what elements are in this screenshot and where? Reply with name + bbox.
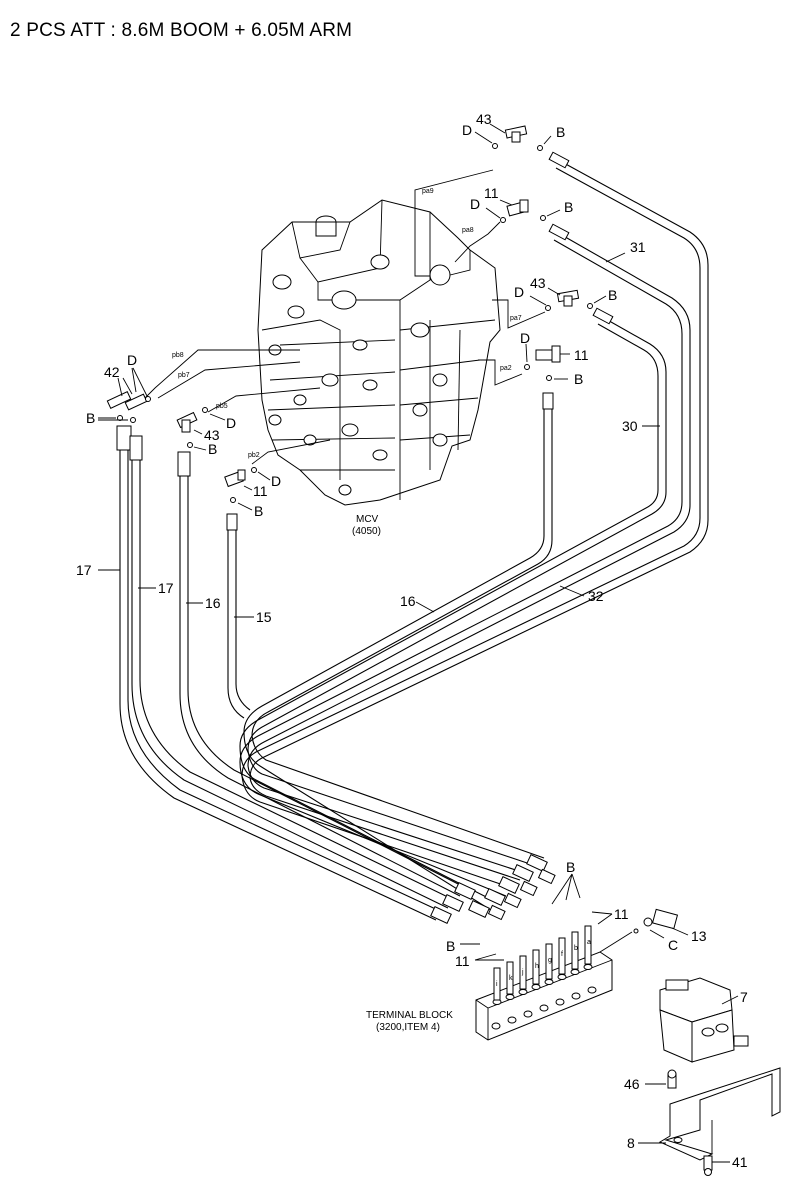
callout-43-middle: 43 (530, 275, 546, 291)
hose-16-left (177, 451, 467, 897)
port-letter-h: h (535, 963, 539, 970)
hose-31 (241, 151, 709, 779)
callout-41: 41 (732, 1154, 748, 1170)
port-tag-pb8: pb8 (172, 352, 184, 359)
letter-b-1: B (556, 124, 565, 140)
callout-31: 31 (630, 239, 646, 255)
callout-42: 42 (104, 364, 120, 380)
callout-11-terminal-right: 11 (614, 906, 629, 922)
port-letter-f: f (561, 951, 563, 958)
letter-b-8: B (566, 859, 575, 875)
bolt-46 (667, 1069, 677, 1089)
callout-17-outer: 17 (76, 562, 92, 578)
callout-43-top: 43 (476, 111, 492, 127)
letter-b-5: B (86, 410, 95, 426)
callout-11-left: 11 (253, 483, 268, 499)
callout-11-upper: 11 (484, 185, 499, 201)
callout-16-right: 16 (400, 593, 416, 609)
hose-16-right (243, 392, 554, 737)
port-tag-pb2: pb2 (248, 452, 260, 459)
port-letter-b: b (574, 945, 578, 952)
letter-b-9: B (446, 938, 455, 954)
mcv-valve-body (257, 199, 501, 506)
letter-b-3: B (608, 287, 617, 303)
letter-b-2: B (564, 199, 573, 215)
mcv-code-label: (4050) (352, 526, 381, 537)
callout-8: 8 (627, 1135, 635, 1151)
tee-fitting-43-left (176, 407, 208, 448)
elbow-fitting-11-right (524, 345, 561, 381)
port-letter-g: g (548, 957, 552, 964)
port-letter-j: j (521, 969, 524, 976)
page-title: 2 PCS ATT : 8.6M BOOM + 6.05M ARM (10, 20, 353, 41)
hose-17-inner (129, 435, 455, 909)
mcv-label: MCV (356, 514, 379, 525)
callout-46: 46 (624, 1076, 640, 1092)
letter-d-1: D (462, 122, 472, 138)
pressure-switch-13 (633, 908, 679, 934)
letter-d-3: D (514, 284, 524, 300)
terminal-block-ref: (3200,ITEM 4) (376, 1022, 440, 1033)
callout-7: 7 (740, 989, 748, 1005)
port-tag-pa8: pa8 (462, 227, 474, 234)
letter-b-6: B (208, 441, 217, 457)
terminal-block-label: TERMINAL BLOCK (366, 1010, 453, 1021)
callout-32: 32 (588, 588, 604, 604)
hose-15 (226, 513, 251, 719)
pilot-port-leaders (144, 169, 546, 465)
letter-c-1: C (668, 937, 678, 953)
hose-30 (239, 307, 667, 751)
solenoid-valve-7 (659, 977, 749, 1063)
letter-d-2: D (470, 196, 480, 212)
letter-d-5: D (127, 352, 137, 368)
callout-16-left: 16 (205, 595, 221, 611)
port-tag-pa2: pa2 (500, 365, 512, 372)
letter-d-6: D (226, 415, 236, 431)
tee-fitting-43-middle (545, 289, 593, 311)
elbow-fitting-11-upper (500, 199, 546, 223)
elbow-fitting-11-left (224, 467, 257, 503)
callout-15: 15 (256, 609, 272, 625)
callout-30: 30 (622, 418, 638, 434)
port-letter-a: a (587, 939, 591, 946)
letter-d-7: D (271, 473, 281, 489)
mounting-bracket-8 (658, 1067, 781, 1161)
hose-bundle (239, 731, 545, 913)
letter-b-4: B (574, 371, 583, 387)
port-tag-pb7: pb7 (178, 372, 190, 379)
tee-fitting-42-left (106, 391, 151, 423)
port-tag-pa7: pa7 (510, 315, 522, 322)
bolt-41 (703, 1155, 713, 1176)
callout-11-right: 11 (574, 347, 589, 363)
port-letter-i: i (496, 981, 498, 988)
terminal-port-letters: i k j h g f b a (496, 939, 591, 988)
port-tag-pa9: pa9 (422, 188, 434, 195)
letter-b-7: B (254, 503, 263, 519)
callout-13: 13 (691, 928, 707, 944)
tee-fitting-43-top (492, 125, 543, 151)
hose-end-fittings (430, 854, 556, 924)
hose-17-outer (116, 425, 443, 921)
port-letter-k: k (509, 975, 513, 982)
callout-17-inner: 17 (158, 580, 174, 596)
port-tag-pb5: pb5 (216, 403, 228, 410)
callout-43-left: 43 (204, 427, 220, 443)
callout-11-terminal-left: 11 (455, 953, 470, 969)
letter-d-4: D (520, 330, 530, 346)
